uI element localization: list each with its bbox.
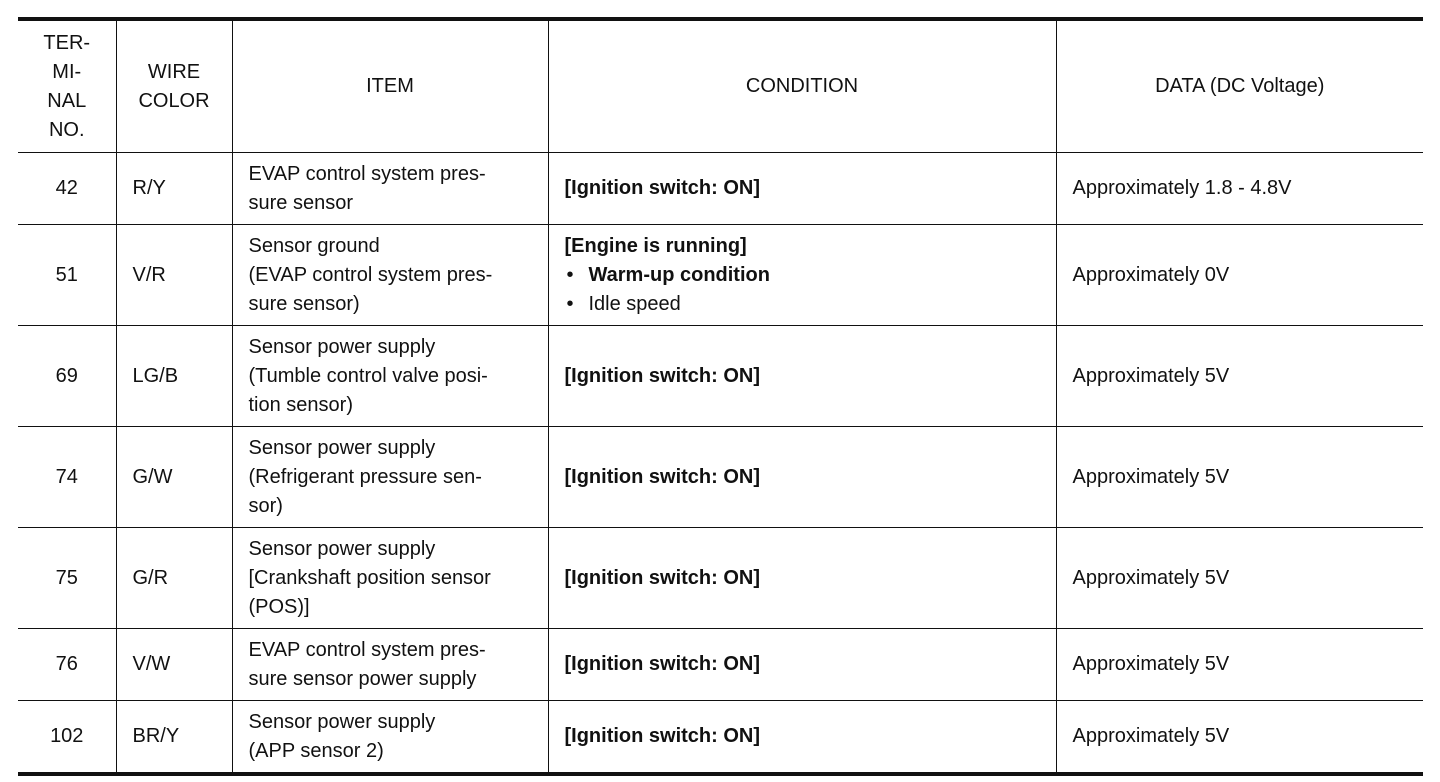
wire-color: G/W bbox=[115, 426, 233, 528]
condition-cell: [Ignition switch: ON] bbox=[547, 700, 1057, 776]
condition-title: [Engine is running] bbox=[564, 234, 747, 257]
item-description: Sensor power supply (APP sensor 2) bbox=[231, 700, 549, 776]
item-line: (Refrigerant pressure sen- bbox=[248, 465, 482, 488]
condition-cell: [Engine is running] • Warm-up condition … bbox=[547, 224, 1057, 326]
condition-cell: [Ignition switch: ON] bbox=[547, 152, 1057, 225]
terminal-number: 69 bbox=[18, 325, 117, 427]
header-wire-line: COLOR bbox=[138, 89, 210, 112]
table-row: 42 R/Y EVAP control system pres- sure se… bbox=[18, 152, 1423, 225]
item-line: EVAP control system pres- bbox=[248, 638, 486, 661]
table-row: 74 G/W Sensor power supply (Refrigerant … bbox=[18, 426, 1423, 528]
bullet-icon: • bbox=[566, 292, 574, 315]
table-row: 76 V/W EVAP control system pres- sure se… bbox=[18, 628, 1423, 701]
terminal-number: 76 bbox=[18, 628, 117, 701]
item-line: tion sensor) bbox=[248, 393, 354, 416]
data-value: Approximately 1.8 - 4.8V bbox=[1055, 152, 1423, 225]
item-line: (Tumble control valve posi- bbox=[248, 364, 488, 387]
condition-cell: [Ignition switch: ON] bbox=[547, 527, 1057, 629]
item-line: Sensor ground bbox=[248, 234, 380, 257]
item-description: Sensor power supply (Tumble control valv… bbox=[231, 325, 549, 427]
item-line: Sensor power supply bbox=[248, 710, 436, 733]
header-item: ITEM bbox=[231, 17, 549, 153]
item-description: Sensor power supply (Refrigerant pressur… bbox=[231, 426, 549, 528]
table-row: 102 BR/Y Sensor power supply (APP sensor… bbox=[18, 700, 1423, 776]
terminal-data-table: TER- MI- NAL NO. WIRE COLOR ITEM CONDITI… bbox=[18, 17, 1423, 776]
item-line: Sensor power supply bbox=[248, 537, 436, 560]
item-line: sure sensor power supply bbox=[248, 667, 477, 690]
header-terminal-no: TER- MI- NAL NO. bbox=[18, 17, 117, 153]
item-line: (EVAP control system pres- bbox=[248, 263, 493, 286]
item-line: EVAP control system pres- bbox=[248, 162, 486, 185]
item-description: Sensor power supply [Crankshaft position… bbox=[231, 527, 549, 629]
terminal-number: 51 bbox=[18, 224, 117, 326]
header-terminal-line: MI- bbox=[52, 60, 82, 83]
data-value: Approximately 5V bbox=[1055, 628, 1423, 701]
wire-color: V/R bbox=[115, 224, 233, 326]
data-value: Approximately 5V bbox=[1055, 325, 1423, 427]
condition-bullet-item: • Warm-up condition bbox=[565, 261, 1042, 290]
header-terminal-line: TER- bbox=[43, 31, 91, 54]
data-value: Approximately 0V bbox=[1055, 224, 1423, 326]
item-description: Sensor ground (EVAP control system pres-… bbox=[231, 224, 549, 326]
header-terminal-line: NAL bbox=[47, 89, 87, 112]
terminal-number: 42 bbox=[18, 152, 117, 225]
terminal-data-table-container: TER- MI- NAL NO. WIRE COLOR ITEM CONDITI… bbox=[18, 17, 1423, 776]
condition-bullet-text: Idle speed bbox=[588, 292, 681, 315]
item-description: EVAP control system pres- sure sensor bbox=[231, 152, 549, 225]
data-value: Approximately 5V bbox=[1055, 426, 1423, 528]
wire-color: LG/B bbox=[115, 325, 233, 427]
item-line: sure sensor) bbox=[248, 292, 360, 315]
item-line: sure sensor bbox=[248, 191, 354, 214]
table-header-row: TER- MI- NAL NO. WIRE COLOR ITEM CONDITI… bbox=[18, 17, 1423, 153]
table-row: 51 V/R Sensor ground (EVAP control syste… bbox=[18, 224, 1423, 326]
condition-bullet-text: Warm-up condition bbox=[588, 263, 770, 286]
terminal-number: 74 bbox=[18, 426, 117, 528]
condition-title: [Ignition switch: ON] bbox=[564, 653, 761, 675]
item-line: sor) bbox=[248, 494, 283, 517]
data-value: Approximately 5V bbox=[1055, 527, 1423, 629]
wire-color: V/W bbox=[115, 628, 233, 701]
item-description: EVAP control system pres- sure sensor po… bbox=[231, 628, 549, 701]
wire-color: R/Y bbox=[115, 152, 233, 225]
condition-title: [Ignition switch: ON] bbox=[564, 465, 761, 488]
item-line: Sensor power supply bbox=[248, 335, 436, 358]
item-line: (POS)] bbox=[248, 595, 310, 618]
condition-cell: [Ignition switch: ON] bbox=[547, 628, 1057, 701]
bullet-icon: • bbox=[566, 263, 574, 286]
data-value: Approximately 5V bbox=[1055, 700, 1423, 776]
header-condition: CONDITION bbox=[547, 17, 1057, 153]
header-data: DATA (DC Voltage) bbox=[1055, 17, 1423, 153]
table-row: 69 LG/B Sensor power supply (Tumble cont… bbox=[18, 325, 1423, 427]
condition-cell: [Ignition switch: ON] bbox=[547, 426, 1057, 528]
wire-color: BR/Y bbox=[115, 700, 233, 776]
item-line: [Crankshaft position sensor bbox=[248, 566, 491, 589]
terminal-number: 75 bbox=[18, 527, 117, 629]
header-terminal-line: NO. bbox=[48, 118, 85, 141]
header-wire-color: WIRE COLOR bbox=[115, 17, 233, 153]
condition-title: [Ignition switch: ON] bbox=[564, 177, 761, 199]
wire-color: G/R bbox=[115, 527, 233, 629]
condition-title: [Ignition switch: ON] bbox=[564, 566, 761, 589]
condition-bullet-item: • Idle speed bbox=[565, 290, 1042, 319]
item-line: Sensor power supply bbox=[248, 436, 436, 459]
table-row: 75 G/R Sensor power supply [Crankshaft p… bbox=[18, 527, 1423, 629]
condition-title: [Ignition switch: ON] bbox=[564, 725, 761, 747]
terminal-number: 102 bbox=[18, 700, 117, 776]
item-line: (APP sensor 2) bbox=[248, 739, 384, 762]
condition-title: [Ignition switch: ON] bbox=[564, 364, 761, 387]
condition-cell: [Ignition switch: ON] bbox=[547, 325, 1057, 427]
header-wire-line: WIRE bbox=[147, 60, 201, 83]
